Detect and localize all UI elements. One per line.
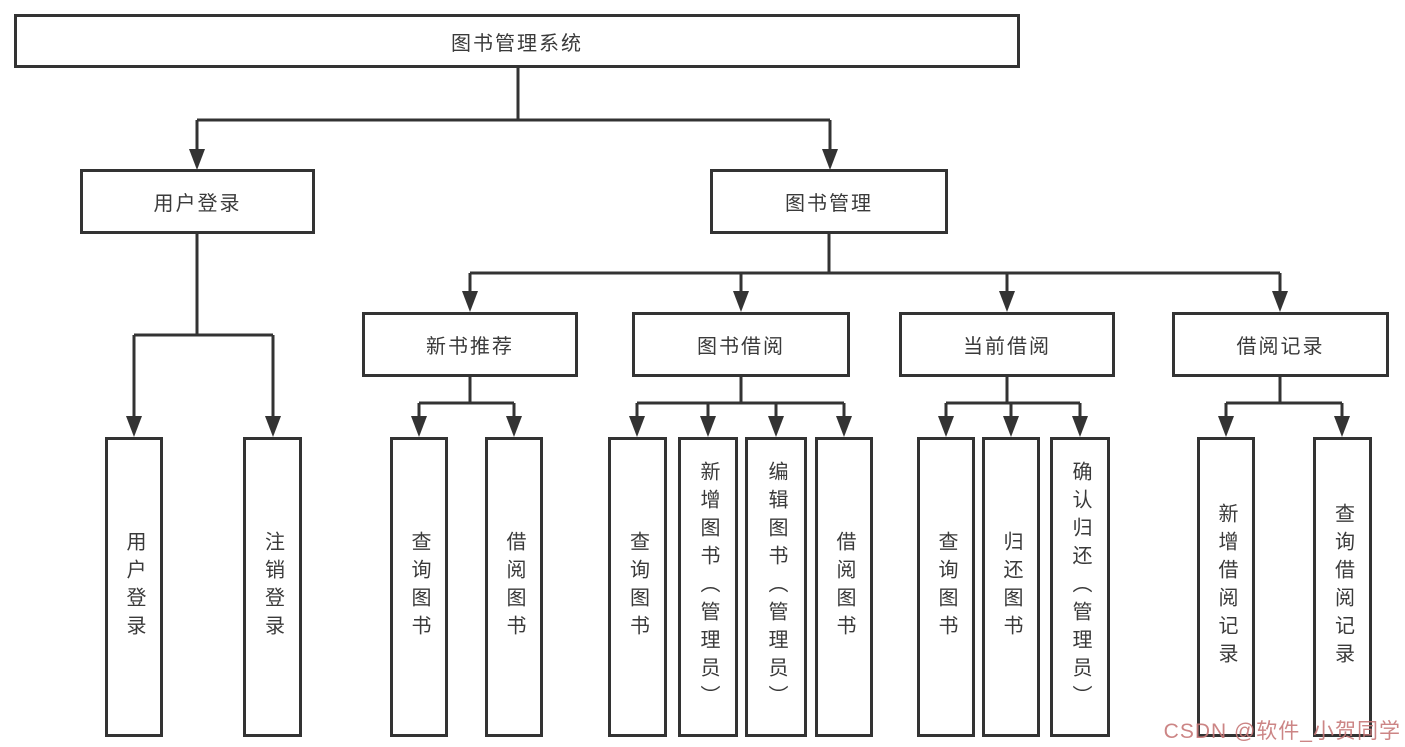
- node-leaf-query-books-current: 查询图书: [917, 437, 975, 737]
- node-leaf-logout: 注销登录: [243, 437, 302, 737]
- node-book-borrow: 图书借阅: [632, 312, 850, 377]
- node-leaf-add-book-admin: 新增图书（管理员）: [678, 437, 738, 737]
- node-leaf-confirm-return-admin: 确认归还（管理员）: [1050, 437, 1110, 737]
- node-root-library-management-system: 图书管理系统: [14, 14, 1020, 68]
- node-leaf-return-books: 归还图书: [982, 437, 1040, 737]
- node-leaf-query-books-recommend: 查询图书: [390, 437, 448, 737]
- node-current-borrow: 当前借阅: [899, 312, 1115, 377]
- node-borrow-records: 借阅记录: [1172, 312, 1389, 377]
- node-leaf-edit-book-admin: 编辑图书（管理员）: [745, 437, 807, 737]
- node-new-book-recommend: 新书推荐: [362, 312, 578, 377]
- node-leaf-borrow-books: 借阅图书: [815, 437, 873, 737]
- node-leaf-borrow-books-recommend: 借阅图书: [485, 437, 543, 737]
- node-leaf-user-login: 用户登录: [105, 437, 163, 737]
- csdn-watermark: CSDN @软件_小贺同学: [1163, 720, 1401, 743]
- node-leaf-add-borrow-record: 新增借阅记录: [1197, 437, 1255, 737]
- node-leaf-query-books-borrow: 查询图书: [608, 437, 667, 737]
- node-book-management: 图书管理: [710, 169, 948, 234]
- node-leaf-query-borrow-record: 查询借阅记录: [1313, 437, 1372, 737]
- node-user-login: 用户登录: [80, 169, 315, 234]
